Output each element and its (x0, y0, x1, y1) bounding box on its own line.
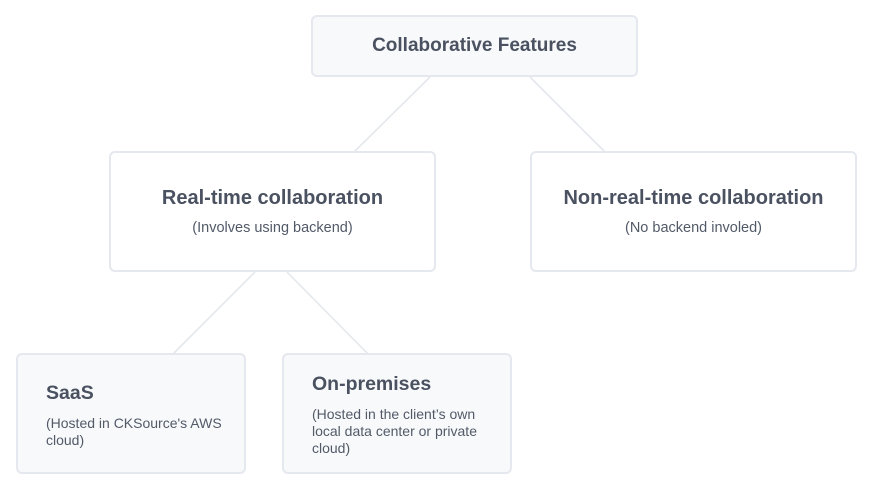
node-subtitle: (Hosted in the client’s own local data c… (312, 406, 477, 456)
node-real-time-collaboration: Real-time collaboration (Involves using … (109, 151, 436, 272)
node-title: Collaborative Features (372, 35, 577, 56)
node-title: On-premises (312, 373, 432, 395)
node-collaborative-features: Collaborative Features (311, 15, 638, 77)
node-on-premises: On-premises (Hosted in the client’s own … (282, 353, 512, 474)
node-saas: SaaS (Hosted in CKSource's AWS cloud) (16, 353, 246, 474)
node-non-real-time-collaboration: Non-real-time collaboration (No backend … (530, 151, 857, 272)
connector-root-to-realtime (353, 76, 431, 153)
connector-realtime-to-onprem (286, 271, 369, 355)
node-subtitle: (No backend involed) (624, 220, 763, 236)
node-subtitle: (Hosted in CKSource's AWS cloud) (46, 415, 222, 448)
node-title: Non-real-time collaboration (563, 187, 824, 209)
node-title: SaaS (46, 382, 94, 404)
connector-root-to-nonrealtime (529, 76, 606, 153)
connector-realtime-to-saas (172, 271, 256, 355)
node-subtitle: (Involves using backend) (192, 220, 353, 236)
node-title: Real-time collaboration (161, 187, 384, 209)
